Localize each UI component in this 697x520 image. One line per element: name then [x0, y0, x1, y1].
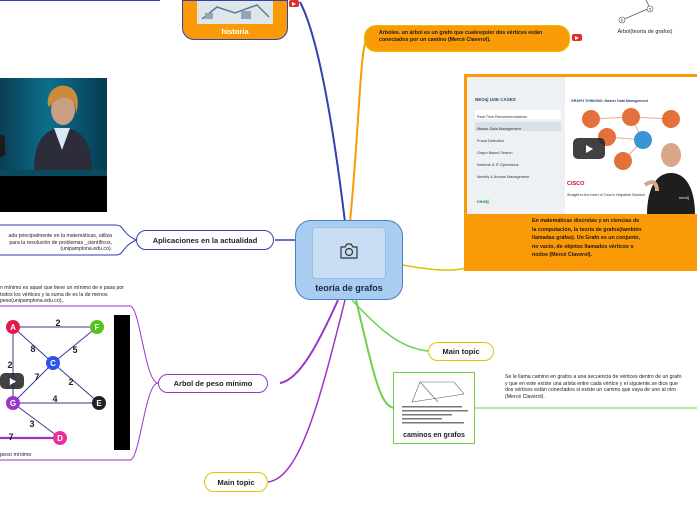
caminos-label: caminos en grafos — [403, 432, 465, 439]
camera-icon — [339, 242, 359, 264]
central-title: teoría de grafos — [315, 283, 383, 293]
arbol-peso-note: n mínimo es aquel que tiene un mínimo de… — [0, 285, 124, 305]
svg-text:A: A — [10, 323, 16, 332]
historia-label: historia — [221, 27, 249, 36]
arbol-peso-topic[interactable]: Arbol de peso mínimo — [158, 374, 268, 393]
intro-video-scene — [0, 78, 107, 170]
shirt-logo: neo4j — [679, 195, 689, 200]
main-topic-bottom[interactable]: Main topic — [204, 472, 268, 492]
aplicaciones-topic[interactable]: Aplicaciones en la actualidad — [136, 230, 274, 250]
caminos-note: Se le llama camino en grafos a una secue… — [505, 374, 682, 400]
svg-text:C: C — [50, 359, 56, 368]
usecase-list: Real Time Recommendations Master Data Ma… — [477, 115, 530, 179]
arboles-topic[interactable]: Arboles. un árbol es un grafo que cuales… — [364, 25, 570, 52]
image-placeholder[interactable] — [312, 227, 386, 279]
caminos-topic[interactable]: caminos en grafos — [393, 372, 475, 444]
svg-text:2: 2 — [7, 360, 12, 370]
peso-minimo-video[interactable]: 2 8 5 2 7 2 4 3 7 A F C G E D — [0, 315, 130, 450]
usecase-heading: NEO4j USE CASES — [475, 97, 516, 102]
svg-text:F: F — [95, 323, 100, 332]
neo4j-usecase-panel: NEO4j USE CASES Real Time Recommendation… — [467, 77, 565, 214]
svg-text:7: 7 — [34, 372, 39, 382]
play-button[interactable] — [0, 135, 5, 157]
youtube-link-icon[interactable] — [289, 0, 299, 7]
play-button[interactable] — [0, 373, 24, 389]
master-data-graph — [582, 108, 680, 170]
arboles-text: Arboles. un árbol es un grafo que cuales… — [379, 30, 543, 44]
svg-text:6: 6 — [621, 19, 623, 23]
cisco-logo: CISCO — [567, 181, 585, 187]
svg-text:8: 8 — [30, 344, 35, 354]
svg-text:2: 2 — [55, 318, 60, 328]
youtube-link-icon[interactable] — [572, 34, 582, 41]
svg-text:5: 5 — [72, 345, 77, 355]
svg-text:5: 5 — [649, 8, 651, 12]
svg-text:3: 3 — [29, 419, 34, 429]
historia-thumbnail — [197, 1, 273, 24]
svg-text:D: D — [57, 434, 63, 443]
presenter: neo4j — [643, 143, 695, 214]
grafos-definition-topic[interactable]: NEO4j USE CASES Real Time Recommendation… — [464, 74, 697, 271]
svg-text:4: 4 — [52, 394, 57, 404]
svg-text:7: 7 — [8, 432, 13, 442]
svg-text:E: E — [96, 399, 102, 408]
svg-text:G: G — [10, 399, 16, 408]
historia-topic[interactable]: historia — [182, 0, 288, 40]
play-button[interactable] — [573, 138, 605, 159]
central-topic[interactable]: teoría de grafos — [295, 220, 403, 300]
peso-minimo-caption: peso mínimo — [0, 452, 32, 458]
svg-text:2: 2 — [68, 377, 73, 387]
aplicaciones-note: ada principalmente en la matemáticas, ut… — [8, 233, 112, 253]
tree-diagram-thumbnail: 5 6 — [612, 0, 658, 26]
grafos-definition-text: En matemáticas discretas y en ciencias d… — [532, 218, 642, 259]
slide-title: GRAPH THINKING: Master Data Management — [571, 99, 648, 103]
neo4j-logo: neo4j — [477, 199, 489, 204]
neo4j-video[interactable]: NEO4j USE CASES Real Time Recommendation… — [467, 77, 697, 214]
intro-video[interactable] — [0, 78, 107, 212]
caminos-thumbnail — [402, 381, 468, 424]
main-topic-right[interactable]: Main topic — [428, 342, 494, 361]
cisco-subtitle: Straight to the heart of Cisco's Helpdes… — [567, 193, 645, 197]
arbol-caption: Árbol(teoría de grafos) — [617, 29, 673, 35]
